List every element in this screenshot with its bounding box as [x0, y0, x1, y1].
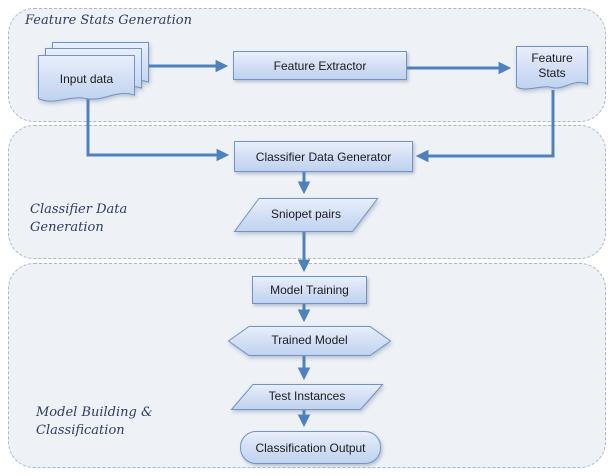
- hexagon-shape: [227, 326, 392, 356]
- section-label-model-building-classification: Model Building & Classification: [36, 404, 153, 440]
- section-label-line: Generation: [30, 220, 104, 235]
- node-trained-model: Trained Model: [227, 326, 392, 356]
- node-classification-output: Classification Output: [240, 431, 381, 464]
- document-shape: [516, 46, 588, 90]
- node-label: Feature Extractor: [273, 58, 367, 73]
- stacked-documents-shape: [38, 42, 149, 102]
- node-snippet-pairs: Sniopet pairs: [233, 198, 379, 232]
- parallelogram-shape: [230, 384, 384, 410]
- node-label: Model Training: [270, 283, 349, 297]
- section-label-classifier-data-generation: Classifier Data Generation: [30, 201, 127, 237]
- section-label-line: Feature Stats Generation: [25, 13, 192, 28]
- node-test-instances: Test Instances: [230, 384, 384, 410]
- node-model-training: Model Training: [252, 276, 367, 304]
- section-label-line: Classification: [36, 423, 125, 438]
- node-label: Classifier Data Generator: [255, 149, 392, 164]
- node-input-data: Input data: [38, 42, 150, 110]
- parallelogram-shape: [233, 198, 379, 232]
- section-label-line: Model Building &: [36, 405, 153, 420]
- node-classifier-data-generator: Classifier Data Generator: [234, 141, 413, 172]
- node-label: Classification Output: [255, 440, 366, 455]
- section-label-line: Classifier Data: [30, 202, 128, 217]
- node-feature-stats: Feature Stats: [516, 46, 588, 94]
- node-feature-extractor: Feature Extractor: [233, 51, 407, 80]
- section-label-feature-stats-generation: Feature Stats Generation: [25, 12, 192, 30]
